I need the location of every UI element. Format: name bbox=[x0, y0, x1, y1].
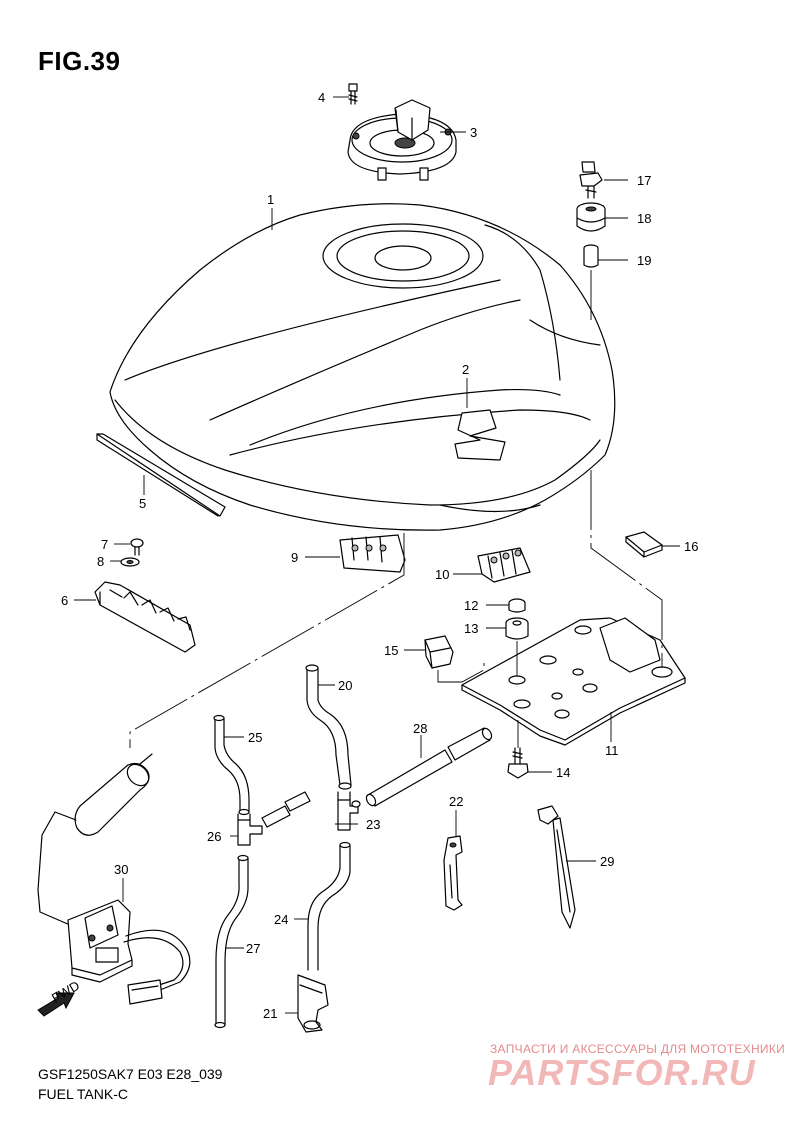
callout-10: 10 bbox=[435, 567, 449, 582]
upper-collar bbox=[583, 244, 599, 268]
figure-title: FIG.39 bbox=[38, 46, 121, 76]
cable-tie bbox=[537, 805, 576, 929]
bracket-washer bbox=[120, 557, 140, 567]
callout-3: 3 bbox=[470, 125, 477, 140]
callout-8: 8 bbox=[97, 554, 104, 569]
callout-17: 17 bbox=[637, 173, 651, 188]
callout-1: 1 bbox=[267, 192, 274, 207]
callout-24: 24 bbox=[274, 912, 288, 927]
forward-arrow-icon: FWD bbox=[37, 978, 82, 1017]
hose-28 bbox=[365, 727, 493, 807]
joint-26 bbox=[237, 813, 263, 846]
hose-20 bbox=[305, 664, 352, 790]
callout-15: 15 bbox=[384, 643, 398, 658]
tank-pad bbox=[625, 531, 663, 558]
hose-27 bbox=[214, 854, 249, 1029]
cap-bolt bbox=[348, 83, 358, 105]
mount-bolt bbox=[507, 747, 529, 779]
callout-30: 30 bbox=[114, 862, 128, 877]
cushion-strip bbox=[96, 433, 226, 517]
callout-6: 6 bbox=[61, 593, 68, 608]
callout-29: 29 bbox=[600, 854, 614, 869]
callout-11: 11 bbox=[605, 743, 619, 758]
hose-short-pieces bbox=[261, 791, 311, 828]
model-code: GSF1250SAK7 E03 E28_039 bbox=[38, 1066, 223, 1082]
callout-4: 4 bbox=[318, 90, 325, 105]
joint-23 bbox=[337, 791, 361, 831]
callout-9: 9 bbox=[291, 550, 298, 565]
callout-7: 7 bbox=[101, 537, 108, 552]
hose-25 bbox=[213, 714, 250, 816]
tank-rear-bracket bbox=[461, 617, 686, 746]
rubber-mount-front bbox=[339, 534, 406, 573]
bracket-screw bbox=[130, 538, 144, 556]
callout-22: 22 bbox=[449, 794, 463, 809]
side-cushion bbox=[424, 635, 454, 669]
hose-24 bbox=[307, 841, 351, 971]
collar-bolt bbox=[508, 598, 526, 613]
fuel-level-float bbox=[74, 753, 153, 836]
callout-27: 27 bbox=[246, 941, 260, 956]
section-name: FUEL TANK-C bbox=[38, 1086, 128, 1102]
rubber-mount-rear bbox=[477, 547, 531, 583]
callout-28: 28 bbox=[413, 721, 427, 736]
fuel-gauge-unit bbox=[67, 899, 191, 1005]
assembly-lines bbox=[129, 270, 663, 748]
rubber-cushion bbox=[505, 617, 529, 640]
callout-16: 16 bbox=[684, 539, 698, 554]
hose-clamp bbox=[297, 974, 329, 1033]
callout-25: 25 bbox=[248, 730, 262, 745]
callout-2: 2 bbox=[462, 362, 469, 377]
watermark-brand: PARTSFOR.RU bbox=[488, 1052, 756, 1093]
callout-14: 14 bbox=[556, 765, 570, 780]
callout-labels: 1 2 3 4 5 6 7 8 9 10 11 12 13 14 15 16 1… bbox=[61, 90, 698, 1021]
callout-18: 18 bbox=[637, 211, 651, 226]
callout-21: 21 bbox=[263, 1006, 277, 1021]
watermark-tagline: ЗАПЧАСТИ И АКСЕССУАРЫ ДЛЯ МОТОТЕХНИКИ bbox=[490, 1042, 786, 1056]
suzuki-emblem bbox=[454, 409, 506, 461]
callout-23: 23 bbox=[366, 817, 380, 832]
leader-lines bbox=[74, 96, 680, 1014]
callout-19: 19 bbox=[637, 253, 651, 268]
upper-bolt bbox=[579, 161, 603, 199]
callout-20: 20 bbox=[338, 678, 352, 693]
callout-13: 13 bbox=[464, 621, 478, 636]
callout-26: 26 bbox=[207, 829, 221, 844]
fuel-tank bbox=[109, 203, 616, 531]
upper-cushion bbox=[576, 202, 606, 232]
callout-12: 12 bbox=[464, 598, 478, 613]
callout-5: 5 bbox=[139, 496, 146, 511]
strap-clamp bbox=[443, 835, 463, 911]
float-arm bbox=[37, 811, 81, 929]
fuel-cap-assembly bbox=[347, 99, 457, 181]
rear-bracket bbox=[94, 581, 196, 653]
